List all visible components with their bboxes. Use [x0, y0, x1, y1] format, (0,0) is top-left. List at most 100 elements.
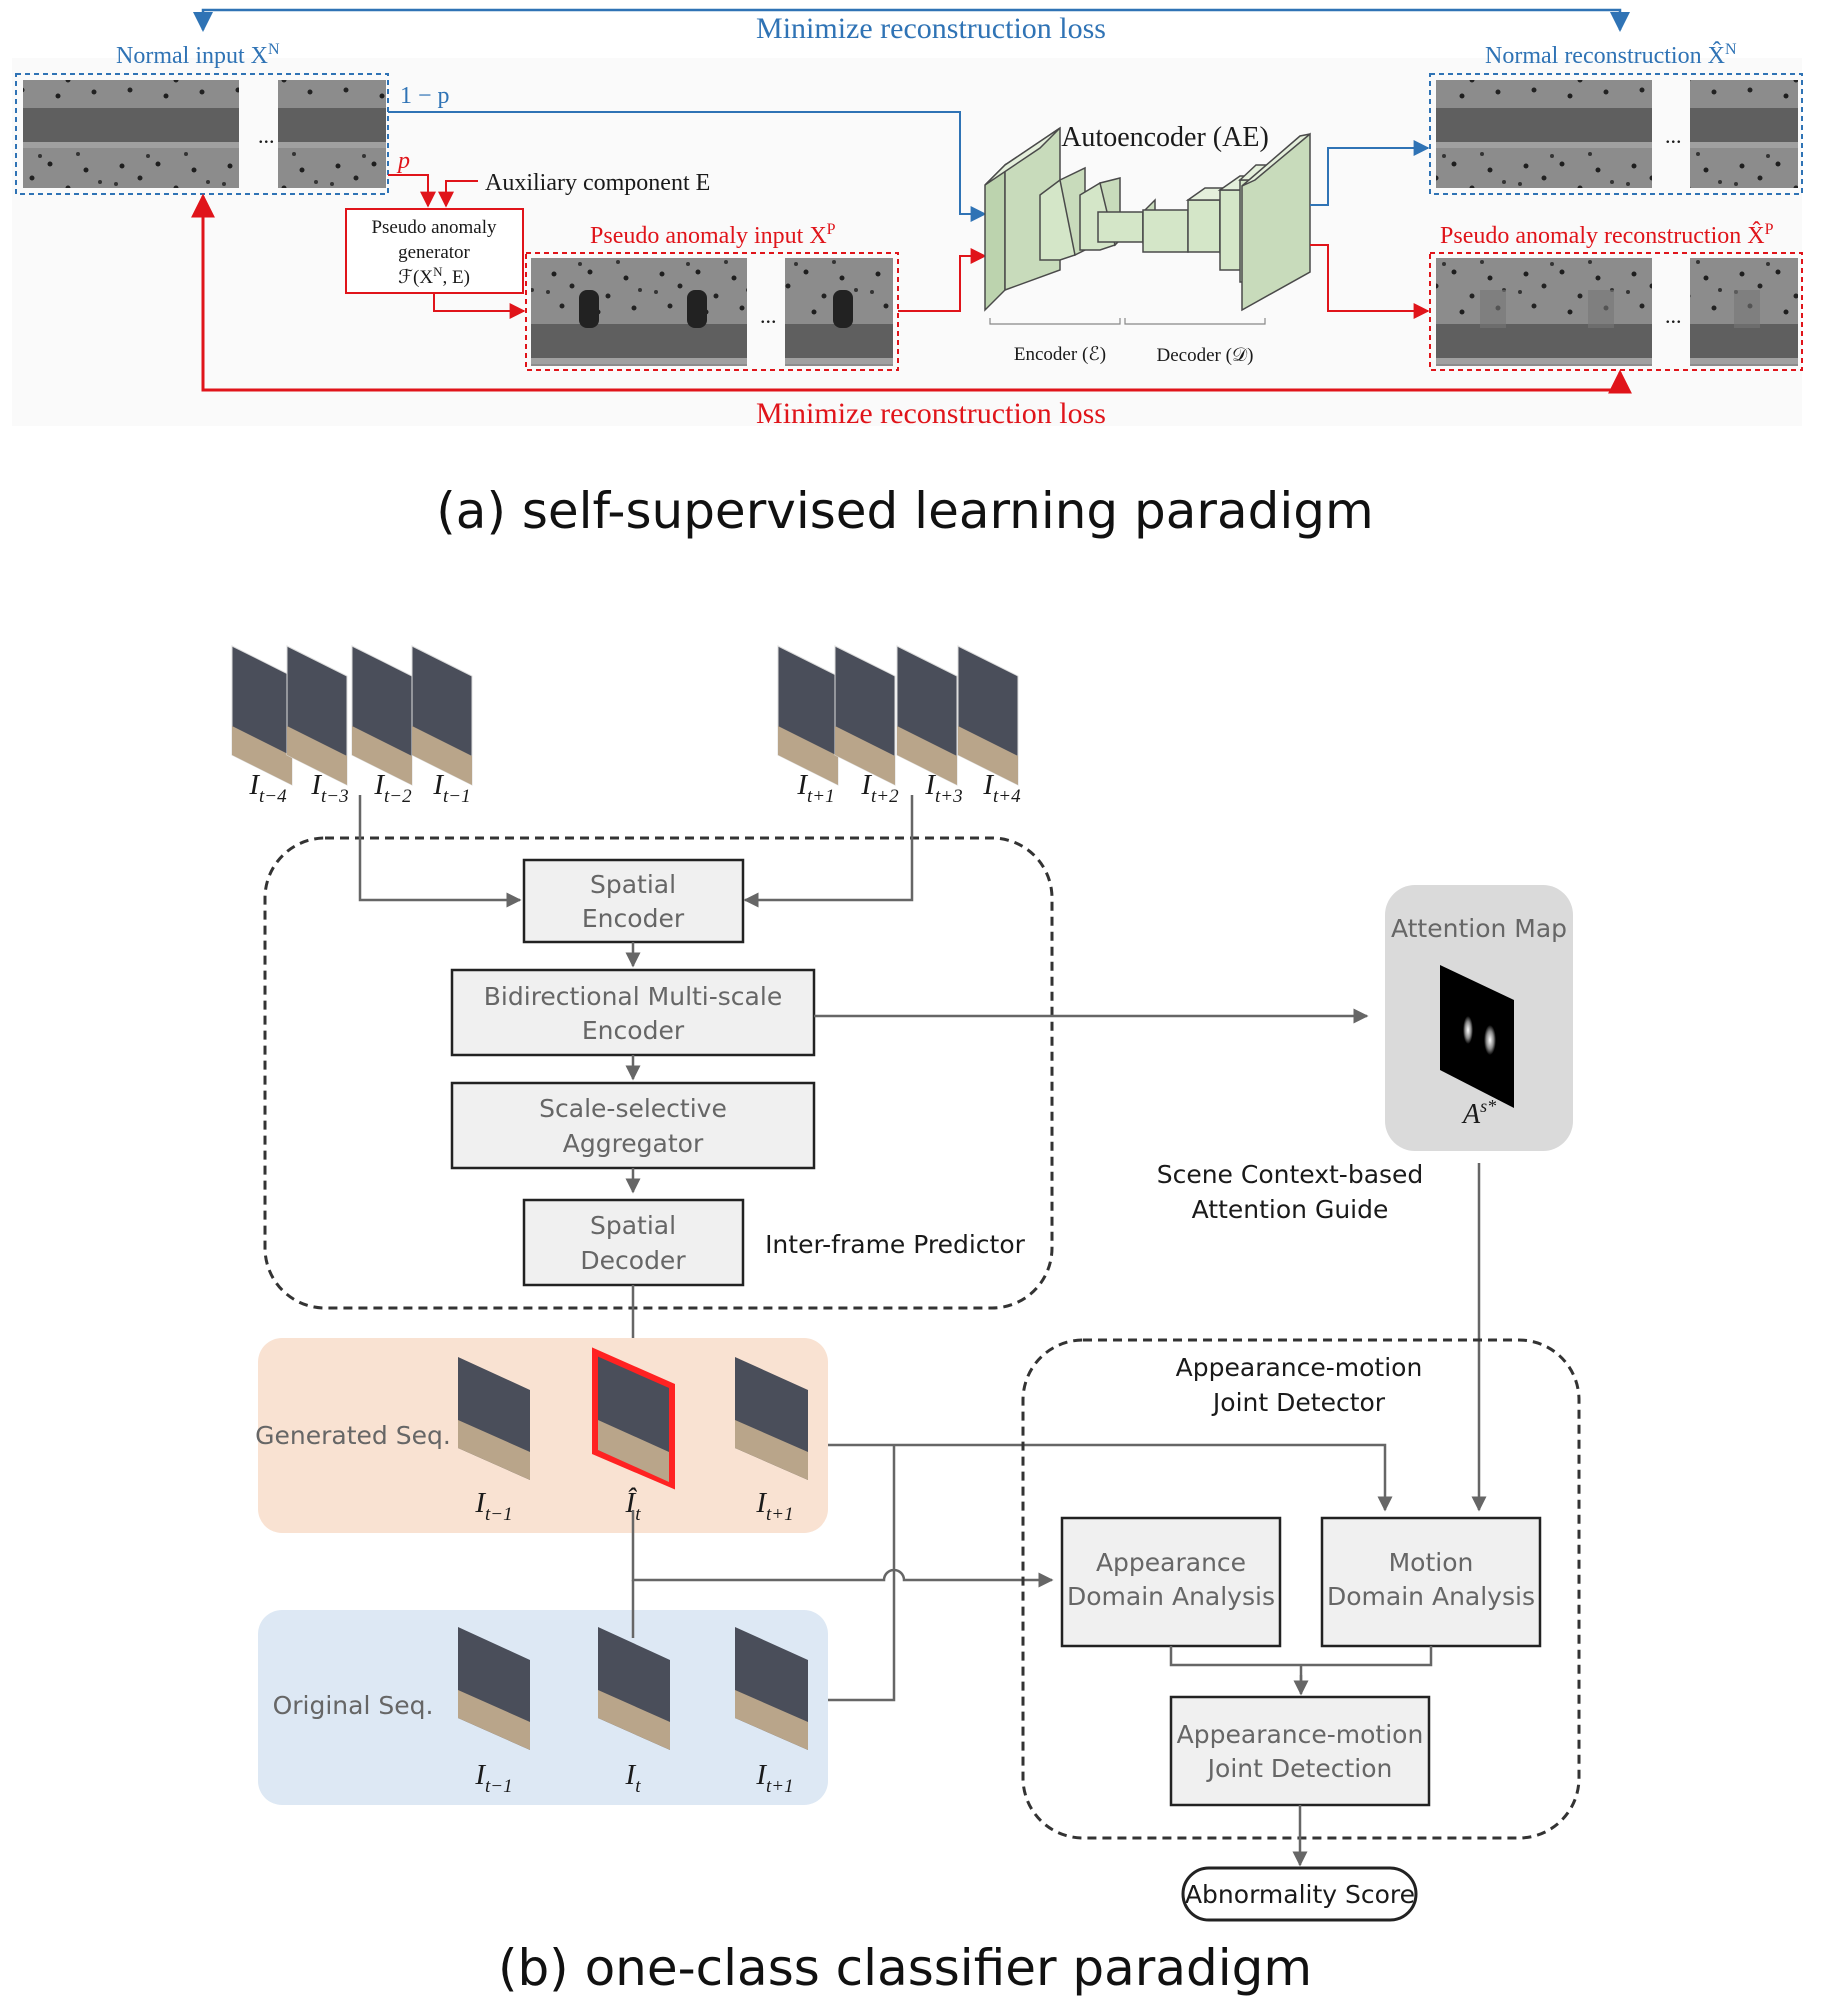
caption-a: (a) self-supervised learning paradigm: [436, 482, 1373, 540]
decoder-label: Decoder (𝒟): [1157, 345, 1254, 366]
bottom-loss-label: Minimize reconstruction loss: [756, 397, 1106, 430]
motion-domain-line-1: Motion: [1389, 1548, 1474, 1577]
normal-recon-label: Normal reconstruction X̂N: [1485, 41, 1737, 69]
pseudo-input-ellipsis: ...: [760, 303, 777, 328]
normal-input-frame-1: [23, 80, 131, 188]
attention-symbol: As*: [1461, 1096, 1496, 1130]
generator-output-arrow: [433, 293, 526, 319]
frame-label: It−4: [248, 769, 287, 807]
pseudo-input-label: Pseudo anomaly input XP: [590, 221, 836, 249]
generator-line-3: ℱ(XN, E): [398, 264, 470, 288]
frame-label: It+1: [755, 1759, 793, 1797]
normal-input-label: Normal input XN: [116, 41, 280, 69]
pseudo-recon-ellipsis: ...: [1665, 303, 1682, 328]
frame-label: It: [625, 1759, 642, 1797]
frame-label: It−3: [310, 769, 348, 807]
generated-seq-panel: [258, 1338, 828, 1533]
pseudo-recon-label: Pseudo anomaly reconstruction X̂P: [1440, 221, 1774, 249]
scale-selective-line-2: Aggregator: [563, 1129, 704, 1158]
joint-detection-line-1: Appearance-motion: [1177, 1720, 1424, 1749]
spatial-encoder-line-1: Spatial: [590, 870, 676, 899]
normal-input-ellipsis: ...: [258, 123, 275, 148]
frame-label: It−1: [474, 1759, 512, 1797]
scene-context-line-2: Attention Guide: [1192, 1195, 1389, 1224]
pseudo-input-box: [525, 252, 899, 371]
original-seq-label: Original Seq.: [273, 1691, 434, 1720]
generated-seq-label: Generated Seq.: [255, 1421, 451, 1450]
normal-recon-frame-3: [1690, 80, 1798, 188]
encoder-label: Encoder (ℰ): [1014, 344, 1106, 365]
attention-blob-2: [1484, 1025, 1496, 1055]
pseudo-recon-blur-1: [1480, 290, 1506, 328]
pseudo-anomaly-patch-3: [833, 290, 853, 328]
pseudo-output-arrow: [1310, 244, 1430, 319]
scale-selective-line-1: Scale-selective: [539, 1094, 727, 1123]
attention-map-image: [1440, 965, 1514, 1108]
generated-to-motion-arrow: [828, 1443, 1393, 1512]
panel-a: Minimize reconstruction loss Normal inpu…: [12, 8, 1803, 430]
generated-frame-labels: It−1 Ît It+1: [474, 1486, 793, 1525]
right-frame-stack: [777, 645, 1019, 786]
one-minus-p-arrow: [388, 111, 987, 222]
attention-map-label: Attention Map: [1391, 914, 1567, 943]
scale-selective-box: [450, 1081, 816, 1170]
frame-label: Ît: [625, 1486, 642, 1525]
frame-label: It−1: [474, 1487, 512, 1525]
pseudo-recon-blur-3: [1734, 290, 1760, 328]
autoencoder-shape: [984, 126, 1311, 312]
generated-frame-3-floor: [735, 1420, 808, 1480]
frame-label: It+2: [860, 769, 899, 807]
frame-label: It+1: [755, 1487, 793, 1525]
abnormality-score-box: [1181, 1866, 1418, 1922]
right-input-arrow: [743, 795, 914, 908]
original-seq-panel: [258, 1610, 828, 1805]
p-label: p: [396, 148, 410, 174]
appearance-input-arrow: [631, 1510, 1054, 1588]
original-to-motion-line: [828, 1445, 896, 1702]
frame-label: It+1: [796, 769, 834, 807]
spatial-decoder-line-1: Spatial: [590, 1211, 676, 1240]
normal-recon-frame-2: [1544, 80, 1652, 188]
original-frame-1-floor: [458, 1690, 530, 1750]
motion-domain-box: [1320, 1516, 1542, 1648]
appearance-domain-box: [1060, 1516, 1282, 1648]
bidirectional-line-1: Bidirectional Multi-scale: [484, 982, 782, 1011]
spatial-decoder-line-2: Decoder: [580, 1246, 686, 1275]
caption-b: (b) one-class classifier paradigm: [498, 1939, 1312, 1997]
left-frame-labels: It−4 It−3 It−2 It−1: [248, 769, 470, 807]
frame-label: It+4: [982, 769, 1021, 807]
normal-recon-box: [1429, 73, 1803, 195]
frame-label: It−2: [373, 769, 412, 807]
aux-component-label: Auxiliary component E: [485, 170, 710, 196]
autoencoder-label: Autoencoder (AE): [1061, 122, 1269, 153]
pseudo-anomaly-patch-2: [687, 290, 707, 328]
original-frame-3-floor: [735, 1690, 808, 1750]
pseudo-anomaly-patch-1: [579, 290, 599, 328]
right-frame-labels: It+1 It+2 It+3 It+4: [796, 769, 1021, 807]
top-loss-label: Minimize reconstruction loss: [756, 12, 1106, 45]
inter-frame-predictor-label: Inter-frame Predictor: [765, 1230, 1026, 1259]
left-frame-stack: [231, 645, 473, 786]
abnormality-score-label: Abnormality Score: [1185, 1880, 1415, 1909]
bidirectional-line-2: Encoder: [582, 1016, 685, 1045]
pseudo-input-arrow: [898, 248, 987, 312]
left-input-arrow: [358, 795, 522, 908]
normal-recon-ellipsis: ...: [1665, 123, 1682, 148]
frame-label: It−1: [432, 769, 470, 807]
joint-detector-line-2: Joint Detector: [1211, 1388, 1386, 1417]
one-minus-p-label: 1 − p: [400, 83, 450, 109]
generated-frame-1-floor: [458, 1420, 530, 1480]
generator-line-1: Pseudo anomaly: [371, 217, 497, 238]
generated-frame-2-floor: [598, 1420, 669, 1482]
spatial-encoder-line-2: Encoder: [582, 904, 685, 933]
scene-context-line-1: Scene Context-based: [1157, 1160, 1424, 1189]
joint-detection-box: [1169, 1695, 1431, 1807]
frame-label: It+3: [924, 769, 962, 807]
attention-blob-1: [1463, 1016, 1473, 1044]
original-frame-2-floor: [598, 1690, 670, 1750]
joint-detector-line-1: Appearance-motion: [1176, 1353, 1423, 1382]
pseudo-recon-blur-2: [1588, 290, 1614, 328]
appearance-domain-line-2: Domain Analysis: [1067, 1582, 1275, 1611]
